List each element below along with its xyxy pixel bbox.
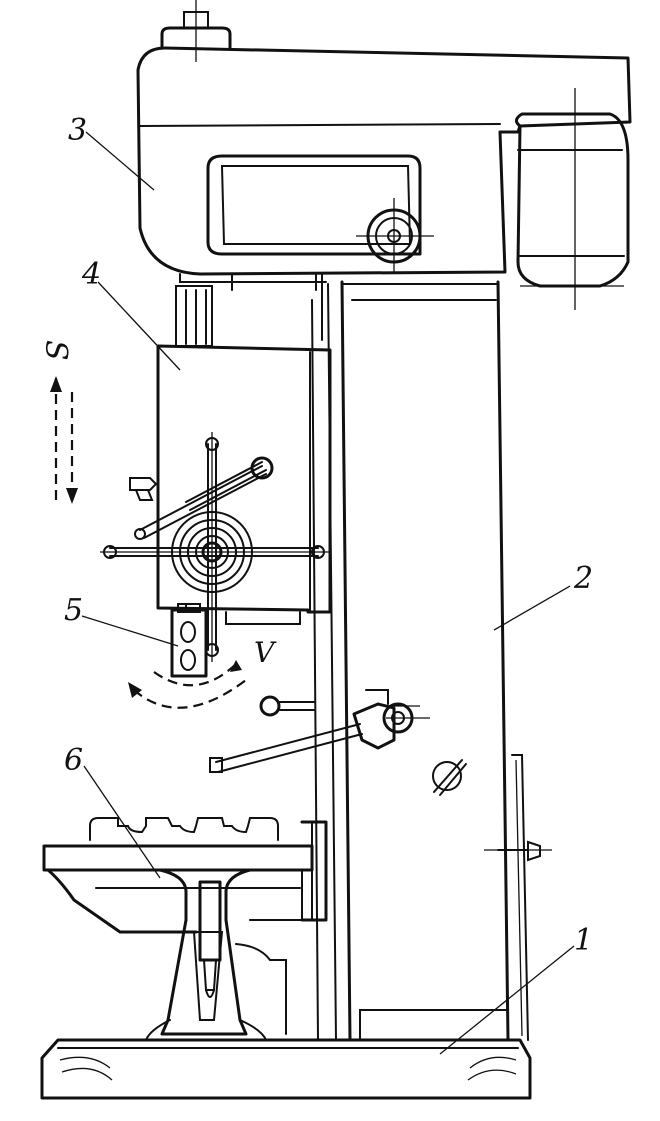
column-levers <box>209 689 430 773</box>
label-4: 4 <box>81 257 101 292</box>
label-s: S <box>38 340 73 361</box>
label-v: V <box>254 636 277 669</box>
column <box>311 280 552 1042</box>
feed-arrow <box>50 376 78 506</box>
work-table <box>42 817 328 1041</box>
base-plate <box>40 1038 532 1100</box>
spindle-tool <box>128 603 247 709</box>
label-3: 3 <box>68 113 87 148</box>
leader-lines <box>81 131 575 1055</box>
label-1: 1 <box>574 923 593 958</box>
head-housing <box>136 0 632 341</box>
spindle-head <box>100 285 332 662</box>
label-2: 2 <box>573 561 593 596</box>
diagram-labels: 3 4 5 6 2 1 V S <box>38 113 593 958</box>
label-6: 6 <box>64 743 83 778</box>
label-5: 5 <box>64 593 83 628</box>
motor <box>515 88 630 310</box>
